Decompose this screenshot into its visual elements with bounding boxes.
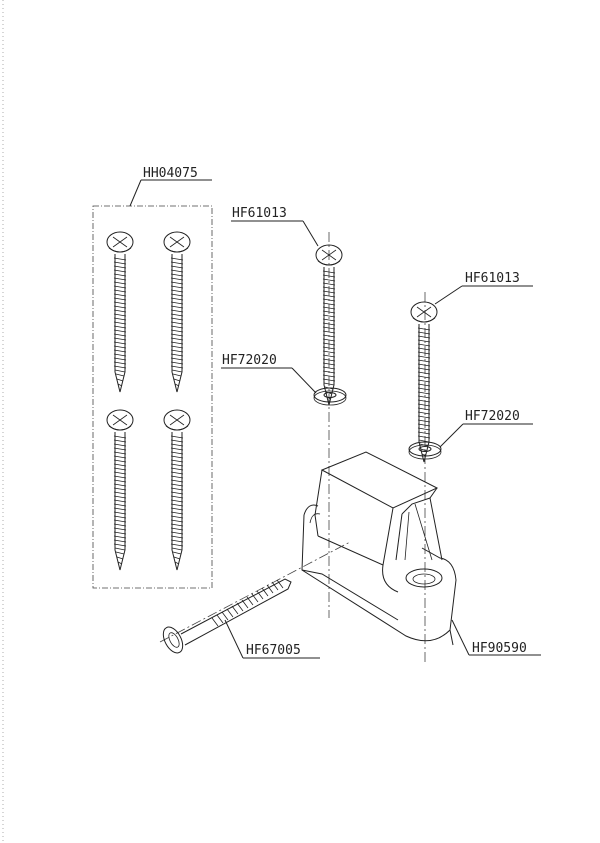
long-screw-icon	[162, 578, 292, 654]
label-bracket-block: HF90590	[472, 641, 527, 656]
center-washer-group: HF72020	[221, 353, 347, 406]
long-screw-axis	[159, 541, 351, 643]
label-washer-center: HF72020	[222, 353, 277, 368]
screw-icon	[106, 231, 134, 393]
right-screw-group: HF61013	[410, 271, 533, 463]
washer-icon	[313, 387, 347, 406]
screw-set-group: HH04075	[92, 166, 213, 589]
leader-line	[451, 619, 470, 656]
label-screw-set: HH04075	[143, 166, 198, 181]
screw-icon	[410, 301, 438, 463]
leader-line	[129, 179, 142, 207]
label-screw-top-right: HF61013	[465, 271, 520, 286]
screw-icon	[163, 409, 191, 571]
screw-set-outline	[92, 205, 213, 589]
center-screw-group: HF61013	[231, 206, 343, 406]
label-screw-top-center: HF61013	[232, 206, 287, 221]
bracket-block-icon	[301, 451, 457, 646]
right-washer-group: HF72020	[408, 409, 533, 460]
leader-line	[291, 367, 317, 394]
leader-line	[439, 423, 464, 448]
label-washer-right: HF72020	[465, 409, 520, 424]
leader-line	[224, 619, 244, 659]
screw-icon	[106, 409, 134, 571]
screw-icon	[163, 231, 191, 393]
label-long-screw: HF67005	[246, 643, 301, 658]
leader-line	[434, 285, 463, 305]
leader-line	[302, 220, 319, 247]
